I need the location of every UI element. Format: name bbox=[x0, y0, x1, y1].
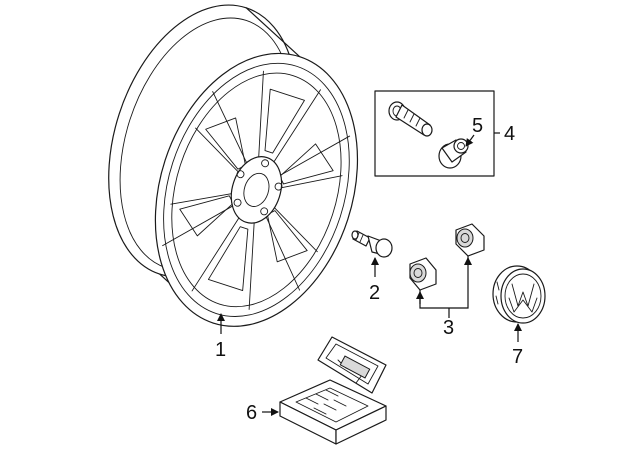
alloy-wheel bbox=[108, 4, 359, 327]
callout-3: 3 bbox=[443, 317, 454, 339]
wheel-nut-right bbox=[455, 223, 485, 257]
lock-bolt bbox=[388, 101, 433, 137]
lock-set-box bbox=[374, 90, 495, 177]
center-cap bbox=[492, 265, 546, 324]
wheel-nut-left bbox=[409, 257, 437, 291]
callout-5: 5 bbox=[472, 115, 483, 137]
callout-1: 1 bbox=[215, 339, 226, 361]
callout-7: 7 bbox=[512, 346, 523, 368]
leader-lines bbox=[217, 132, 522, 416]
callout-4: 4 bbox=[504, 123, 515, 145]
wheel-bolt bbox=[351, 230, 393, 258]
lock-key-case bbox=[279, 336, 387, 445]
callout-6: 6 bbox=[246, 402, 257, 424]
lock-key bbox=[438, 138, 469, 169]
callout-2: 2 bbox=[369, 282, 380, 304]
